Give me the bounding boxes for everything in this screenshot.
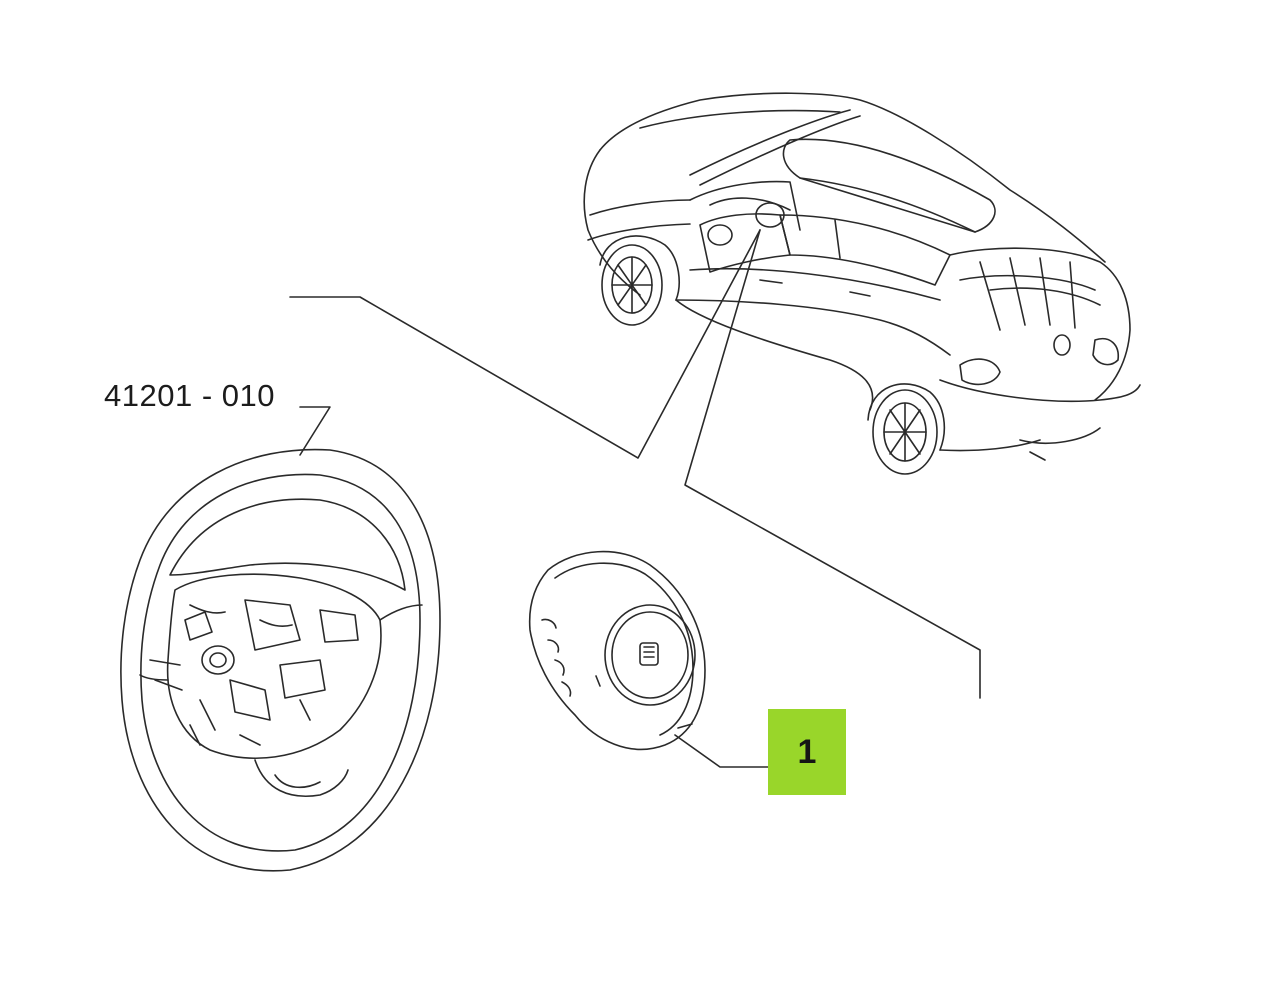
airbag-module-illustration	[528, 550, 771, 768]
steering-wheel-illustration	[120, 406, 441, 872]
callout-badge-background	[768, 709, 846, 795]
part-reference-label: 41201 - 010	[104, 378, 275, 413]
vehicle-illustration	[583, 92, 1141, 475]
leader-lines	[289, 229, 981, 699]
callout-number-badge[interactable]: 1	[797, 732, 817, 771]
